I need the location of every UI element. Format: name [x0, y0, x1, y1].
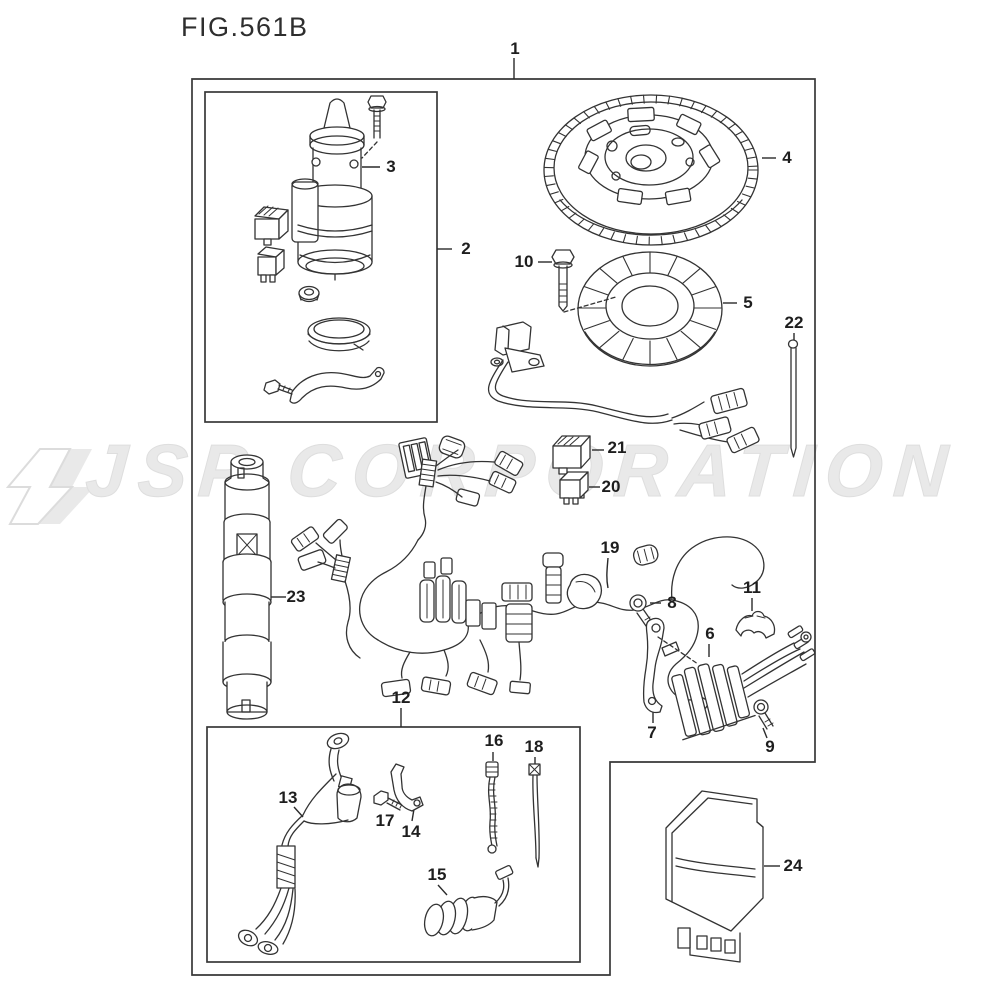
part-label-6: 6 — [705, 624, 715, 643]
rectifier-leads — [741, 625, 816, 698]
part-label-14: 14 — [401, 822, 421, 841]
part-label-8: 8 — [667, 593, 677, 612]
starter-relay-a — [254, 205, 289, 246]
cable-kit-drawing — [237, 732, 541, 955]
tie-rod-22 — [787, 339, 799, 458]
logo-chevron-white — [5, 448, 75, 525]
starter-sub-box — [204, 91, 438, 423]
part-label-12: 12 — [391, 688, 411, 707]
starter-bracket — [263, 366, 385, 404]
part-label-21: 21 — [607, 438, 627, 457]
battery-cable-13 — [237, 732, 362, 955]
flywheel-tabs — [578, 106, 721, 206]
part-label-10: 10 — [514, 252, 534, 271]
part-label-1: 1 — [510, 39, 520, 58]
callout-pointer-lines — [270, 58, 795, 896]
relay-20 — [559, 471, 589, 505]
clamp-11 — [735, 610, 776, 639]
part-label-15: 15 — [427, 865, 447, 884]
starter-nut — [298, 285, 320, 303]
relay-21 — [552, 435, 591, 475]
bolt-17 — [373, 790, 403, 811]
part-label-18: 18 — [524, 737, 544, 756]
part-label-13: 13 — [278, 788, 298, 807]
flywheel-teeth — [543, 94, 759, 246]
coil-stack-23 — [222, 454, 272, 720]
cdi-unit-24 — [665, 790, 764, 963]
part-label-24: 24 — [783, 856, 803, 875]
part-label-16: 16 — [484, 731, 504, 750]
part-label-3: 3 — [386, 157, 396, 176]
bracket-14 — [390, 763, 424, 812]
part-label-4: 4 — [782, 148, 792, 167]
bolt-9 — [753, 699, 774, 730]
flywheel-drawing — [543, 94, 759, 246]
figure-title: FIG.561B — [181, 12, 309, 42]
outer-frame — [191, 78, 816, 976]
cable-tie-18 — [528, 763, 541, 868]
rectifier-group — [629, 594, 816, 741]
part-label-11: 11 — [743, 578, 761, 597]
starter-motor-drawing — [254, 95, 387, 404]
part-label-22: 22 — [784, 313, 804, 332]
part-label-2: 2 — [461, 239, 471, 258]
starter-solenoid — [291, 157, 359, 243]
starter-relay-b — [257, 246, 285, 283]
cable-kit-sub-box — [206, 726, 581, 963]
part-label-7: 7 — [647, 723, 657, 742]
pickup-coil — [490, 321, 545, 373]
starter-band — [307, 317, 371, 352]
part-label-20: 20 — [601, 477, 621, 496]
part-label-9: 9 — [765, 737, 775, 756]
stator-coil-spokes — [578, 251, 722, 365]
strap-16 — [485, 761, 499, 854]
grommet-15 — [423, 865, 514, 937]
part-label-19: 19 — [600, 538, 620, 557]
rectifier-6 — [671, 663, 756, 741]
stator-lead-wires — [487, 359, 760, 454]
bracket-7 — [642, 617, 699, 714]
part-label-17: 17 — [375, 811, 395, 830]
part-label-5: 5 — [743, 293, 753, 312]
stator-bolt-10 — [551, 249, 617, 313]
stator-drawing — [487, 249, 760, 454]
part-label-23: 23 — [286, 587, 306, 606]
